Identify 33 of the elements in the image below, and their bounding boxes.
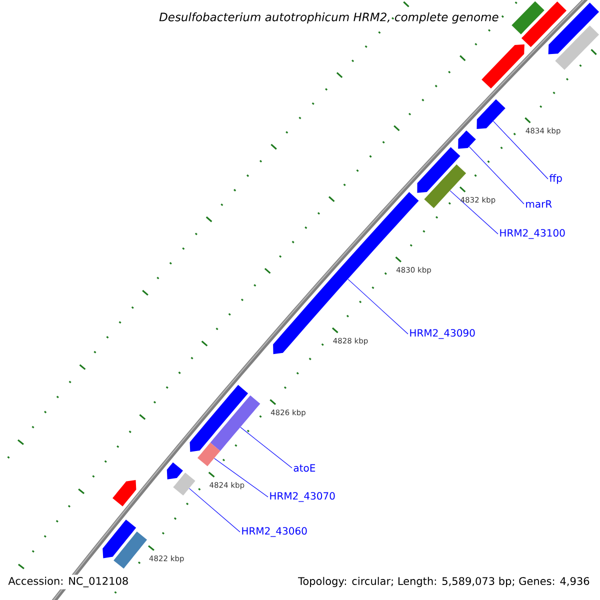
gene-label: HRM2_43070 [270, 492, 335, 502]
gene-feature [197, 442, 220, 466]
gene-feature [512, 1, 544, 34]
title: Desulfobacterium autotrophicum HRM2, complete genome [159, 12, 498, 24]
gene-feature [482, 44, 524, 89]
gene-feature [458, 130, 476, 149]
gene-feature [417, 147, 460, 193]
gene-feature [102, 520, 136, 558]
gene-feature [112, 480, 136, 506]
footer-text: Topology: circular; Length: 5,589,073 bp; Genes: 4,936 [296, 574, 592, 590]
gene-feature [173, 472, 196, 496]
gene-label: marR [526, 200, 552, 208]
leader-line [189, 488, 240, 532]
gene-feature [555, 25, 600, 70]
gene-feature [166, 462, 183, 480]
leader-line [348, 278, 408, 334]
gene-label: HRM2_43060 [242, 527, 307, 537]
gene-label: HRM2_43090 [410, 329, 475, 339]
leader-line [214, 458, 268, 498]
footer-text: Accession: NC_012108 [6, 574, 131, 590]
gene-feature [548, 2, 600, 54]
leader-line [450, 190, 498, 234]
leader-line [468, 146, 524, 204]
gene-feature [114, 532, 148, 569]
gene-feature [521, 1, 567, 48]
gene-feature [210, 395, 260, 451]
gene-label: ffp [549, 174, 562, 184]
leader-line [240, 426, 292, 468]
gene-feature [476, 99, 506, 129]
gene-feature [190, 384, 248, 452]
gene-label: atoE [294, 464, 316, 472]
leader-line [493, 120, 548, 180]
gene-label: HRM2_43100 [500, 229, 565, 239]
